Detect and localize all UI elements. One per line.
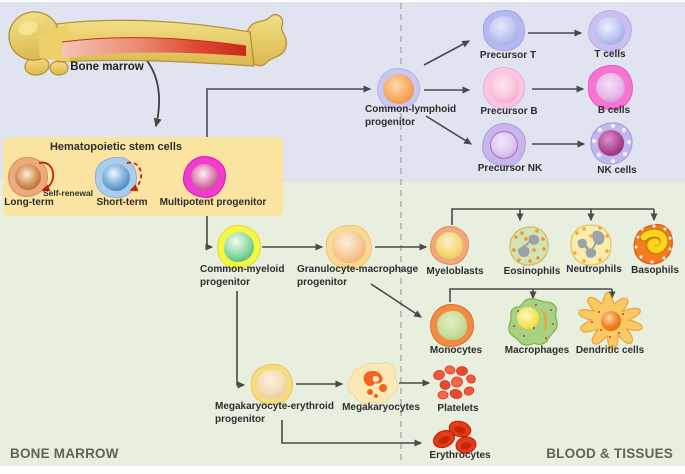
common-myeloid-progenitor-label: Common-myeloid progenitor [200,264,285,288]
common-lymphoid-progenitor-cell [377,68,420,110]
monocyte-branch-line [449,288,612,302]
monocytes-cell [430,304,474,347]
granulocyte-macrophage-progenitor-cell [326,225,372,269]
gmp-to-monocytes-arrow [370,283,423,318]
precursor-t-cell [483,10,525,51]
megakaryocytes-label: Megakaryocytes [342,402,420,413]
common-myeloid-progenitor-cell [217,225,261,269]
t-cells-label: T cells [594,49,626,60]
neutrophils-cell [570,224,612,266]
erythrocytes-cluster [432,420,477,454]
platelets-cluster [433,365,476,400]
bottom-margin-strip [0,466,685,474]
basophils-cell [633,223,673,265]
hsc-box [3,137,283,216]
mep-to-erythrocytes-arrow [281,420,423,447]
bone-illustration [8,11,287,76]
mp-to-cmp-arrow [205,216,214,251]
eosinophils-label: Eosinophils [503,266,561,277]
common-lymphoid-progenitor-label: Common-lymphoid progenitor [365,104,457,128]
clp-to-precursor-nk-arrow [425,115,473,145]
neutrophils-label: Neutrophils [566,264,622,275]
long-term-self-renewal-arrow [38,161,54,192]
granulocyte-branch-line [451,208,654,225]
monocytes-label: Monocytes [429,345,483,356]
myeloblasts-label: Myeloblasts [426,266,484,277]
hsc-box-title: Hematopoietic stem cells [49,141,183,153]
t-cells-cell [588,10,632,52]
region-label-bone-marrow: BONE MARROW [10,446,119,461]
clp-to-precursor-t-arrow [423,40,471,66]
precursor-nk-label: Precursor NK [477,163,543,174]
precursor-nk-cell [482,123,526,167]
long-term-label: Long-term [4,197,54,208]
short-term-hsc-cell [95,157,137,198]
mp-to-clp-arrow [206,85,372,139]
multipotent-progenitor-cell [183,156,226,198]
dendritic-cells-cell [578,292,643,349]
megakaryocytes-cell [347,362,399,404]
multipotent-progenitor-label: Multipotent progenitor [159,197,267,208]
macrophages-cell [508,297,558,346]
nk-cells-cell [590,122,633,165]
precursor-b-label: Precursor B [480,106,538,117]
myeloblasts-cell [430,226,469,265]
megakaryocyte-erythroid-progenitor-cell [251,364,293,405]
b-cells-cell [588,65,633,110]
macrophages-label: Macrophages [504,345,570,356]
self-renewal-label: Self-renewal [42,188,94,198]
b-cells-label: B cells [597,105,631,116]
dendritic-cells-label: Dendritic cells [575,345,645,356]
granulocyte-macrophage-progenitor-label: Granulocyte-macrophage progenitor [297,264,419,288]
eosinophils-cell [509,226,549,266]
megakaryocyte-erythroid-progenitor-label: Megakaryocyte-erythroid progenitor [215,401,334,425]
precursor-b-cell [483,67,525,109]
bone-marrow-label: Bone marrow [70,61,144,73]
basophils-label: Basophils [631,265,679,276]
cmp-to-mep-arrow [236,291,246,389]
short-term-self-renewal-arrow [126,161,142,192]
precursor-t-label: Precursor T [479,50,537,61]
short-term-label: Short-term [96,197,148,208]
erythrocytes-label: Erythrocytes [429,450,491,461]
long-term-hsc-cell [8,157,48,197]
nk-cells-label: NK cells [597,165,637,176]
platelets-label: Platelets [437,403,479,414]
region-label-blood-tissues: BLOOD & TISSUES [546,446,673,461]
